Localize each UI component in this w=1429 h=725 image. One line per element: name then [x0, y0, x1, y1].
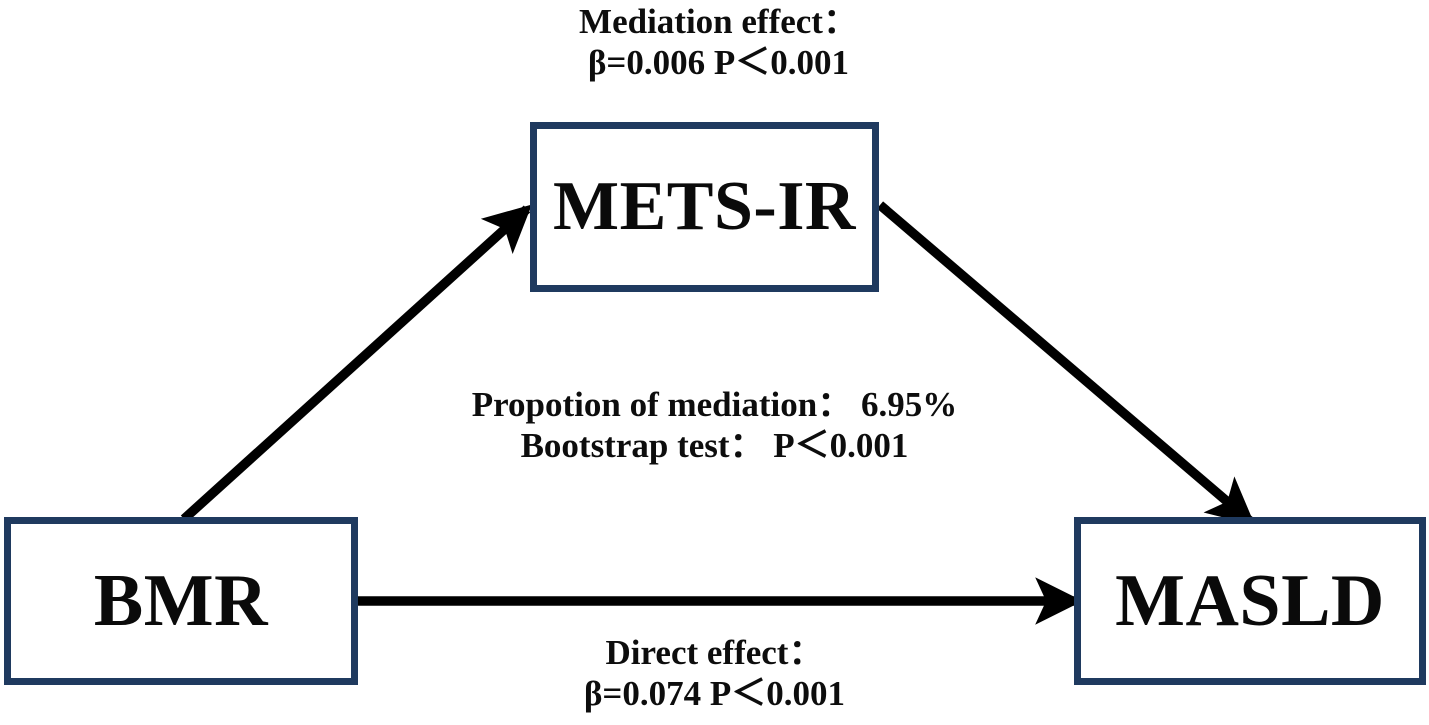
annotation-bootstrap-test-line2: Bootstrap test： P＜0.001	[520, 425, 909, 465]
annotation-direct-effect-line1: Direct effect：	[605, 633, 824, 672]
node-label-masld: MASLD	[1115, 560, 1385, 642]
node-label-metsir: METS-IR	[553, 168, 856, 245]
node-box-bmr: BMR	[4, 517, 358, 685]
annotation-direct-effect: Direct effect： β=0.074 P＜0.001	[0, 633, 1429, 714]
node-box-masld: MASLD	[1074, 517, 1426, 685]
arrow-metsir-to-masld	[876, 201, 1256, 526]
annotation-proportion-line1: Propotion of mediation： 6.95%	[471, 385, 958, 424]
node-label-bmr: BMR	[93, 560, 269, 642]
annotation-direct-effect-line2: β=0.074 P＜0.001	[583, 673, 845, 713]
arrow-bmr-to-metsir	[180, 204, 532, 523]
annotation-mediation-effect-line2: β=0.006 P＜0.001	[587, 42, 849, 82]
annotation-proportion-of-mediation: Propotion of mediation： 6.95% Bootstrap …	[0, 385, 1429, 466]
node-box-metsir: METS-IR	[530, 122, 879, 292]
annotation-mediation-effect-line1: Mediation effect：	[579, 2, 858, 41]
annotation-mediation-effect: Mediation effect： β=0.006 P＜0.001	[0, 2, 1429, 83]
